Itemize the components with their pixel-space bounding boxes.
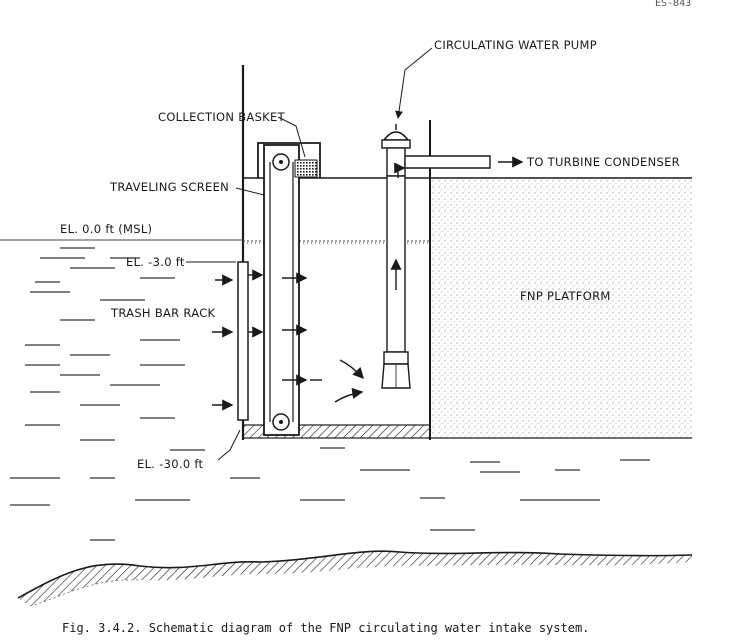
circulating-water-pump (381, 124, 411, 389)
label-turbine-condenser: TO TURBINE CONDENSER (526, 155, 680, 169)
trash-bar-rack (237, 261, 249, 421)
screen-housing (257, 142, 321, 178)
label-trash-bar-rack: TRASH BAR RACK (110, 306, 216, 320)
page-corner-text: ES-843 (655, 0, 691, 9)
discharge-pipe (404, 155, 491, 169)
fnp-platform (429, 120, 692, 440)
water-surface (0, 239, 430, 244)
label-el-msl: EL. 0.0 ft (MSL) (60, 222, 152, 236)
seabed (17, 550, 693, 607)
label-el-30: EL. -30.0 ft (137, 457, 204, 471)
label-fnp-platform: FNP PLATFORM (520, 289, 611, 303)
flow-arrows (212, 156, 524, 411)
collection-basket (294, 159, 318, 178)
label-circulating-water-pump: CIRCULATING WATER PUMP (434, 38, 597, 52)
leader-lines (186, 47, 433, 461)
water-dashes (10, 247, 650, 541)
figure-caption: Fig. 3.4.2. Schematic diagram of the FNP… (62, 621, 589, 635)
label-el-3: EL. -3.0 ft (126, 255, 185, 269)
label-traveling-screen: TRAVELING SCREEN (109, 180, 229, 194)
traveling-screen (263, 144, 300, 436)
label-collection-basket: COLLECTION BASKET (158, 110, 286, 124)
